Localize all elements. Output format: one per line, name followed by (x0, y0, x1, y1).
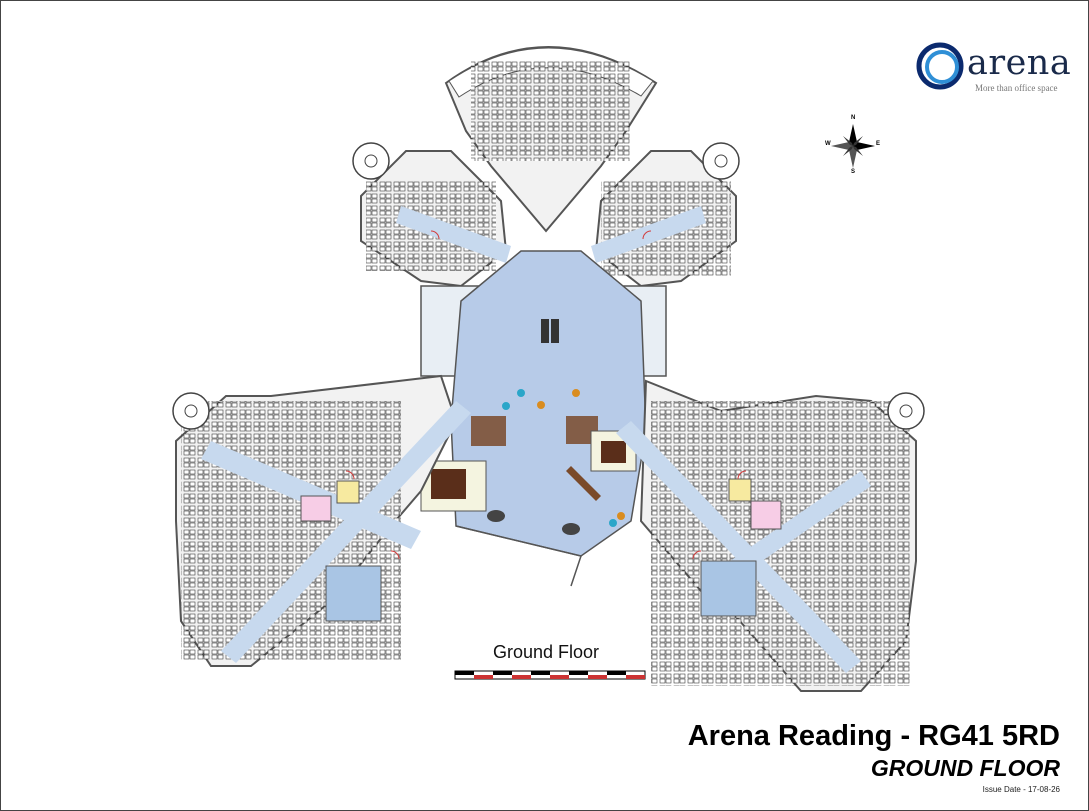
issue-date: Issue Date - 17-08-26 (982, 785, 1060, 794)
north-east-branch (591, 150, 737, 288)
central-atrium (420, 250, 647, 557)
compass-rose-icon (831, 124, 875, 168)
door-swings (345, 230, 747, 560)
scale-bar-caption: Ground Floor (493, 642, 600, 662)
north-wing (444, 46, 658, 233)
compass-south-label: S (851, 169, 856, 175)
east-wing (616, 379, 917, 692)
west-wing (175, 374, 471, 667)
compass-west-label: W (825, 141, 831, 147)
logo-tagline: More than office space (975, 83, 1058, 93)
arena-logo-icon (916, 42, 964, 90)
compass-east-label: E (876, 141, 881, 147)
logo-wordmark: arena (967, 43, 1072, 83)
north-west-branch (360, 150, 511, 288)
spiral-stair-icon (172, 142, 925, 430)
arena-logo: arena More than office space (915, 41, 1075, 97)
title-block-title: Arena Reading - RG41 5RD (687, 720, 1060, 752)
entrance-canopy (455, 525, 582, 587)
scale-bar (454, 670, 646, 680)
compass-north-label: N (851, 115, 856, 121)
title-block-subtitle: GROUND FLOOR (870, 755, 1060, 781)
